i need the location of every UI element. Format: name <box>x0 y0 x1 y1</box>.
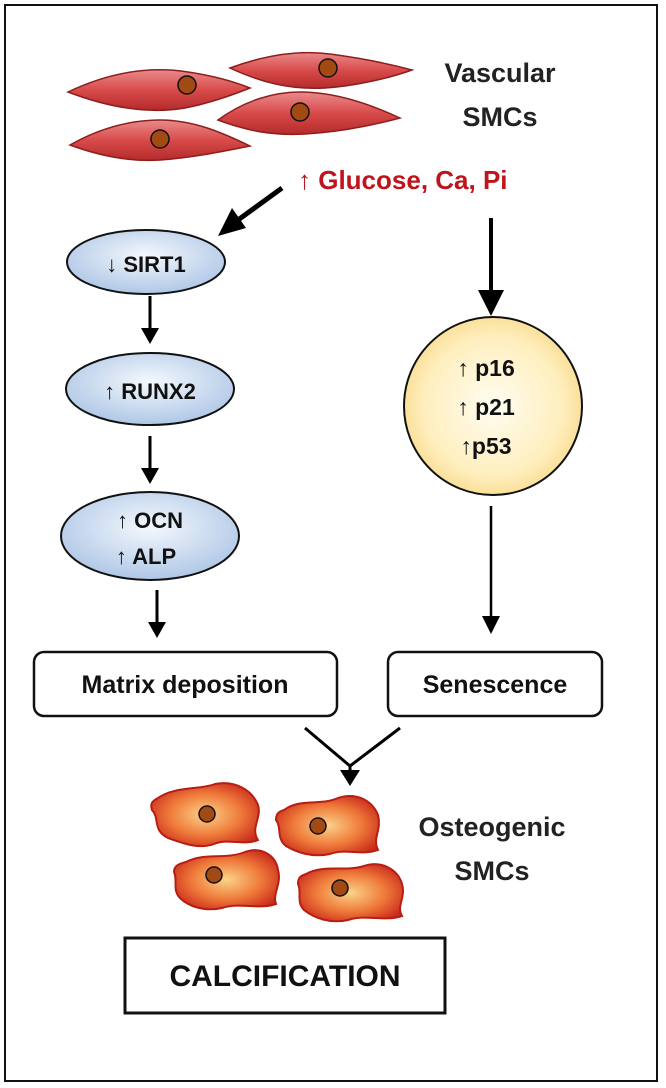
ocn-alp-node <box>60 491 240 581</box>
figure-frame <box>4 4 658 1082</box>
osteo-cell-2 <box>274 795 380 857</box>
p16-label: ↑ p16 <box>457 355 515 381</box>
p53-label: ↑p53 <box>460 433 511 459</box>
calcification-box <box>123 936 447 1015</box>
arrow-ocn-matrix <box>148 590 166 638</box>
osteogenic-label-line2: SMCs <box>454 856 529 886</box>
sirt1-node <box>66 229 226 295</box>
stimulus-label: ↑ Glucose, Ca, Pi <box>298 165 508 195</box>
matrix-deposition-box <box>32 650 339 718</box>
nucleus-icon <box>198 805 216 823</box>
stimulus-arrow-left <box>218 185 284 236</box>
nucleus-icon <box>331 879 349 897</box>
senescence-box <box>386 650 604 718</box>
arrow-runx2-ocn <box>141 436 159 484</box>
alp-label: ↑ ALP <box>116 544 176 569</box>
osteo-cell-3 <box>172 849 280 911</box>
sirt1-label: ↓ SIRT1 <box>106 252 185 277</box>
calcification-label: CALCIFICATION <box>169 960 400 993</box>
arrow-sirt1-runx2 <box>141 296 159 344</box>
vascular-smc-cells <box>66 51 415 162</box>
senescence-markers-node <box>403 316 583 496</box>
osteogenic-label-line1: Osteogenic <box>418 812 565 842</box>
senescence-label: Senescence <box>423 671 568 699</box>
stimulus-arrow-down <box>478 218 504 316</box>
smc-cell-3 <box>216 91 403 136</box>
nucleus-icon <box>309 817 327 835</box>
nucleus-icon <box>177 75 197 95</box>
smc-cell-1 <box>66 69 253 112</box>
smc-cell-2 <box>228 51 415 90</box>
smc-cell-4 <box>68 119 253 162</box>
osteogenic-smc-cells <box>150 782 404 923</box>
ocn-label: ↑ OCN <box>117 508 183 533</box>
nucleus-icon <box>150 129 170 149</box>
nucleus-icon <box>318 58 338 78</box>
runx2-label: ↑ RUNX2 <box>104 379 196 404</box>
nucleus-icon <box>205 866 223 884</box>
vascular-label-line2: SMCs <box>462 102 537 132</box>
merge-arrow <box>304 726 401 786</box>
nucleus-icon <box>290 102 310 122</box>
vascular-label-line1: Vascular <box>444 58 556 88</box>
matrix-deposition-label: Matrix deposition <box>82 671 289 699</box>
osteo-cell-4 <box>296 863 404 923</box>
osteo-cell-1 <box>150 782 260 848</box>
p21-label: ↑ p21 <box>457 394 515 420</box>
runx2-node <box>65 352 235 426</box>
arrow-markers-senescence <box>482 506 500 634</box>
